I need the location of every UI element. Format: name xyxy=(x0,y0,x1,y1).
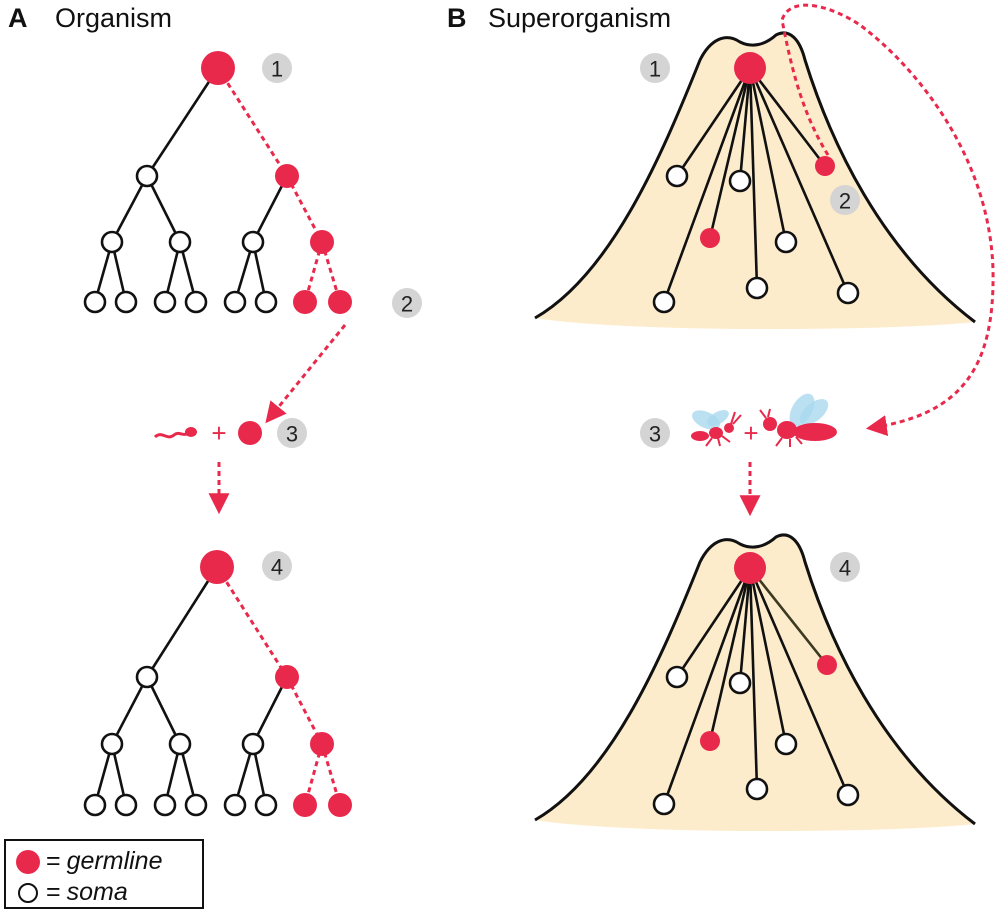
germline-cell xyxy=(275,665,299,689)
soma-cell xyxy=(745,777,769,801)
germline-cell xyxy=(201,51,235,85)
step-badge-a3: 3 xyxy=(277,418,307,448)
svg-text:2: 2 xyxy=(839,189,851,214)
soma-cell xyxy=(114,290,138,314)
germline-cell xyxy=(817,655,837,675)
soma-cell xyxy=(184,290,208,314)
legend-equals: = xyxy=(46,878,61,906)
step-badge-b2: 2 xyxy=(830,185,860,215)
step-badge-a1: 1 xyxy=(262,53,292,83)
germline-lineage-path xyxy=(216,67,342,303)
legend-soma-row: = soma xyxy=(16,878,128,907)
svg-text:3: 3 xyxy=(649,422,661,447)
soma-cell xyxy=(665,665,689,689)
male-ant-icon xyxy=(691,410,742,447)
soma-cell xyxy=(168,230,192,254)
plus-sign: + xyxy=(743,418,758,448)
soma-cell xyxy=(254,290,278,314)
colony-mound-bottom xyxy=(534,533,976,832)
soma-cell xyxy=(728,169,752,193)
colony-mound-top xyxy=(534,31,976,330)
soma-cell xyxy=(836,281,860,305)
panel-b-letter: B xyxy=(447,3,467,33)
soma-cell xyxy=(168,732,192,756)
queen-cell xyxy=(734,552,766,584)
germline-cell xyxy=(275,164,299,188)
soma-cell xyxy=(153,290,177,314)
germline-cell xyxy=(815,156,835,176)
soma-cell xyxy=(774,230,798,254)
germline-cell xyxy=(700,731,720,751)
soma-cell xyxy=(745,276,769,300)
soma-cell xyxy=(254,793,278,817)
panel-b-title: Superorganism xyxy=(488,3,671,33)
svg-text:1: 1 xyxy=(649,57,661,82)
soma-cell xyxy=(135,665,159,689)
soma-cell xyxy=(774,732,798,756)
germline-arrow xyxy=(265,324,347,424)
panel-a-title: Organism xyxy=(55,3,172,33)
soma-cell xyxy=(652,792,676,816)
soma-dot-icon xyxy=(18,882,38,903)
svg-text:4: 4 xyxy=(271,555,283,580)
soma-cell xyxy=(223,290,247,314)
soma-cell xyxy=(665,164,689,188)
legend-soma-label: soma xyxy=(66,878,128,906)
germline-cell xyxy=(200,550,234,584)
germline-cell xyxy=(293,290,317,314)
organism-tree-top xyxy=(83,51,352,314)
soma-cell xyxy=(153,793,177,817)
legend-germline-row: = germline xyxy=(16,847,162,876)
queen-cell xyxy=(734,52,766,84)
germline-cell xyxy=(293,793,317,817)
legend-germline-label: germline xyxy=(66,847,163,875)
soma-cell xyxy=(241,230,265,254)
legend-equals: = xyxy=(46,847,61,875)
soma-cell xyxy=(836,783,860,807)
soma-cell xyxy=(652,290,676,314)
step-badge-a2: 2 xyxy=(392,288,422,318)
plus-sign: + xyxy=(211,418,226,448)
queen-ant-icon xyxy=(759,393,837,447)
svg-text:2: 2 xyxy=(401,292,413,317)
soma-cell xyxy=(83,290,107,314)
soma-cell xyxy=(100,732,124,756)
soma-cell xyxy=(100,230,124,254)
svg-text:4: 4 xyxy=(839,556,851,581)
panel-a-letter: A xyxy=(8,3,28,33)
step-badge-b3: 3 xyxy=(640,418,670,448)
germline-cell xyxy=(328,290,352,314)
germline-cell xyxy=(700,228,720,248)
germline-cell xyxy=(310,230,334,254)
step-badge-b4: 4 xyxy=(830,552,860,582)
soma-cell xyxy=(223,793,247,817)
svg-text:3: 3 xyxy=(286,422,298,447)
soma-cell xyxy=(83,793,107,817)
germline-dot-icon xyxy=(16,849,40,874)
organism-tree-bottom xyxy=(83,550,352,817)
soma-cell xyxy=(135,164,159,188)
step-badge-a4: 4 xyxy=(262,551,292,581)
legend: = germline = soma xyxy=(4,839,204,909)
svg-text:1: 1 xyxy=(271,57,283,82)
step-badge-b1: 1 xyxy=(640,53,670,83)
soma-cell xyxy=(114,793,138,817)
germline-cell xyxy=(328,793,352,817)
soma-cell xyxy=(728,671,752,695)
soma-cell xyxy=(241,732,265,756)
germline-cell xyxy=(310,732,334,756)
egg-icon xyxy=(238,421,262,445)
dispersal-arrow xyxy=(780,3,995,436)
soma-cell xyxy=(184,793,208,817)
sperm-icon xyxy=(153,427,197,439)
